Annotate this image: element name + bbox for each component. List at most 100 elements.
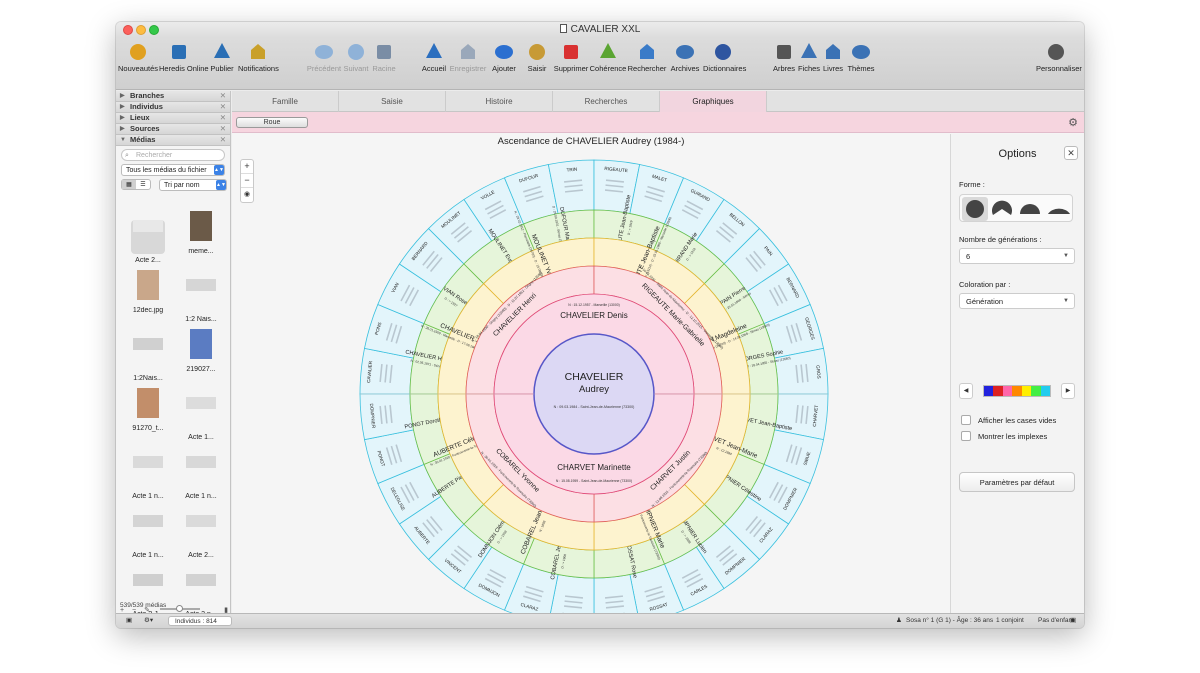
tab-recherches[interactable]: Recherches [553, 91, 660, 112]
tab-graphiques[interactable]: Graphiques [660, 91, 767, 112]
close-section-icon[interactable]: ✕ [219, 135, 226, 144]
window-maximize-button[interactable] [149, 25, 159, 35]
tree-button[interactable]: Arbres [764, 40, 804, 73]
arc-icon[interactable] [1048, 208, 1070, 214]
half-circle-icon[interactable] [1020, 204, 1040, 214]
sidebar-section-branches[interactable]: ▶Branches✕ [116, 91, 230, 102]
media-item[interactable]: Acte 2... [122, 209, 174, 264]
placeholder-line [795, 323, 803, 341]
placeholder-line [564, 184, 583, 188]
media-label: Acte 2... [135, 257, 161, 264]
media-filter-select[interactable]: Tous les médias du fichier▲▼ [121, 164, 225, 176]
dictionary-button[interactable]: Dictionnaires [703, 40, 746, 73]
zoom-in-button[interactable]: + [241, 160, 253, 174]
placeholder-line [429, 515, 443, 531]
gear-icon[interactable]: ⚙ [1068, 117, 1078, 129]
sidebar-section-sources[interactable]: ▶Sources✕ [116, 124, 230, 135]
media-thumbnail [131, 220, 165, 254]
media-item[interactable]: meme... [175, 209, 227, 255]
sidebar-toggle-icon[interactable]: ▣ [126, 617, 133, 624]
ancestor-name: PONS [374, 322, 383, 336]
generations-select[interactable]: 6▼ [959, 248, 1075, 264]
notifications-button[interactable]: Notifications [238, 40, 279, 73]
individus-count-select[interactable]: Individus : 814 [168, 616, 232, 626]
root-person-button[interactable]: Racine [364, 40, 404, 73]
show-empty-checkbox[interactable]: Afficher les cases vides [961, 415, 1056, 425]
media-item[interactable]: 12dec.jpg [122, 268, 174, 314]
fiches-button[interactable]: Fiches [789, 40, 829, 73]
coloration-label: Coloration par : [959, 280, 1011, 289]
media-item[interactable]: 219027... [175, 327, 227, 373]
next-arrow-button[interactable]: Suivant [336, 40, 376, 73]
panel-icon[interactable]: ▣ [1070, 617, 1077, 624]
close-section-icon[interactable]: ✕ [219, 91, 226, 100]
sidebar-section-lieux[interactable]: ▶Lieux✕ [116, 113, 230, 124]
edit-button[interactable]: Saisir [517, 40, 557, 73]
media-item[interactable]: Acte 1 n... [122, 504, 174, 559]
roue-button[interactable]: Roue [236, 117, 308, 128]
gear-menu-icon[interactable]: ⚙▾ [144, 617, 154, 624]
media-item[interactable]: Acte 1 n... [175, 445, 227, 500]
tab-histoire[interactable]: Histoire [446, 91, 553, 112]
grid-view-icon[interactable]: ▦ [122, 180, 136, 189]
close-section-icon[interactable]: ✕ [219, 124, 226, 133]
save-button[interactable]: Enregistrer [448, 40, 488, 73]
toolbar-button-label: Nouveautés [118, 64, 159, 73]
publier-button[interactable]: Publier [202, 40, 242, 73]
themes-button[interactable]: Thèmes [841, 40, 881, 73]
media-item[interactable]: Acte 1... [175, 386, 227, 441]
tab-saisie[interactable]: Saisie [339, 91, 446, 112]
sidebar-section-mdias[interactable]: ▼Médias✕ [116, 135, 230, 146]
add-button[interactable]: Ajouter [484, 40, 524, 73]
archives-button[interactable]: Archives [665, 40, 705, 73]
three-quarter-circle-icon[interactable] [992, 200, 1012, 215]
window-minimize-button[interactable] [136, 25, 146, 35]
media-sort-select[interactable]: Tri par nom▲▼ [159, 179, 227, 191]
media-item[interactable]: Acte 1 n... [122, 445, 174, 500]
chevron-down-icon: ▼ [1063, 298, 1069, 304]
trash-icon[interactable]: ▮ [224, 607, 228, 614]
placeholder-line [489, 209, 507, 220]
tab-famille[interactable]: Famille [232, 91, 339, 112]
media-item[interactable]: 91270_t... [122, 386, 174, 432]
show-implexes-checkbox[interactable]: Montrer les implexes [961, 431, 1047, 441]
media-search-input[interactable]: ⌕Rechercher [121, 149, 225, 161]
view-toggle[interactable]: ▦ ☰ [121, 179, 151, 190]
coloration-select[interactable]: Génération▼ [959, 293, 1075, 309]
search-button[interactable]: Rechercher [627, 40, 667, 73]
customize-button[interactable]: Personnaliser [1036, 40, 1082, 73]
previous-arrow-button[interactable]: Précédent [304, 40, 344, 73]
pencil-icon[interactable]: ✎ [144, 607, 150, 614]
zoom-out-button[interactable]: − [241, 174, 253, 188]
media-item[interactable]: Acte 2... [175, 504, 227, 559]
list-view-icon[interactable]: ☰ [140, 182, 146, 188]
sidebar-section-individus[interactable]: ▶Individus✕ [116, 102, 230, 113]
remove-media-icon[interactable]: − [132, 607, 137, 614]
color-palette-strip[interactable] [983, 385, 1051, 397]
books-button[interactable]: Livres [813, 40, 853, 73]
palette-prev-button[interactable]: ◀ [959, 383, 973, 399]
delete-button[interactable]: Supprimer [551, 40, 591, 73]
close-section-icon[interactable]: ✕ [219, 113, 226, 122]
close-options-button[interactable]: ✕ [1064, 146, 1078, 160]
home-button[interactable]: Accueil [414, 40, 454, 73]
placeholder-line [484, 577, 502, 588]
recenter-icon[interactable]: ◉ [243, 191, 251, 198]
nouveautes-button[interactable]: Nouveautés [118, 40, 158, 73]
default-settings-button[interactable]: Paramètres par défaut [959, 472, 1075, 492]
window-close-button[interactable] [123, 25, 133, 35]
placeholder-line [385, 323, 393, 341]
media-thumbnail [131, 515, 165, 549]
heredis-online-button[interactable]: Heredis Online [159, 40, 209, 73]
full-circle-icon [966, 200, 984, 218]
close-section-icon[interactable]: ✕ [219, 102, 226, 111]
slider-knob[interactable] [175, 605, 183, 612]
coherence-button[interactable]: Cohérence [588, 40, 628, 73]
media-item[interactable]: 1:2 Nais... [175, 268, 227, 323]
media-item[interactable]: 1:2Nais... [122, 327, 174, 382]
zoom-slider[interactable] [159, 605, 200, 612]
palette-next-button[interactable]: ▶ [1061, 383, 1075, 399]
placeholder-line [429, 257, 443, 273]
ancestor-info: N : 12.1884 [716, 446, 733, 456]
add-media-icon[interactable]: + [120, 607, 125, 614]
